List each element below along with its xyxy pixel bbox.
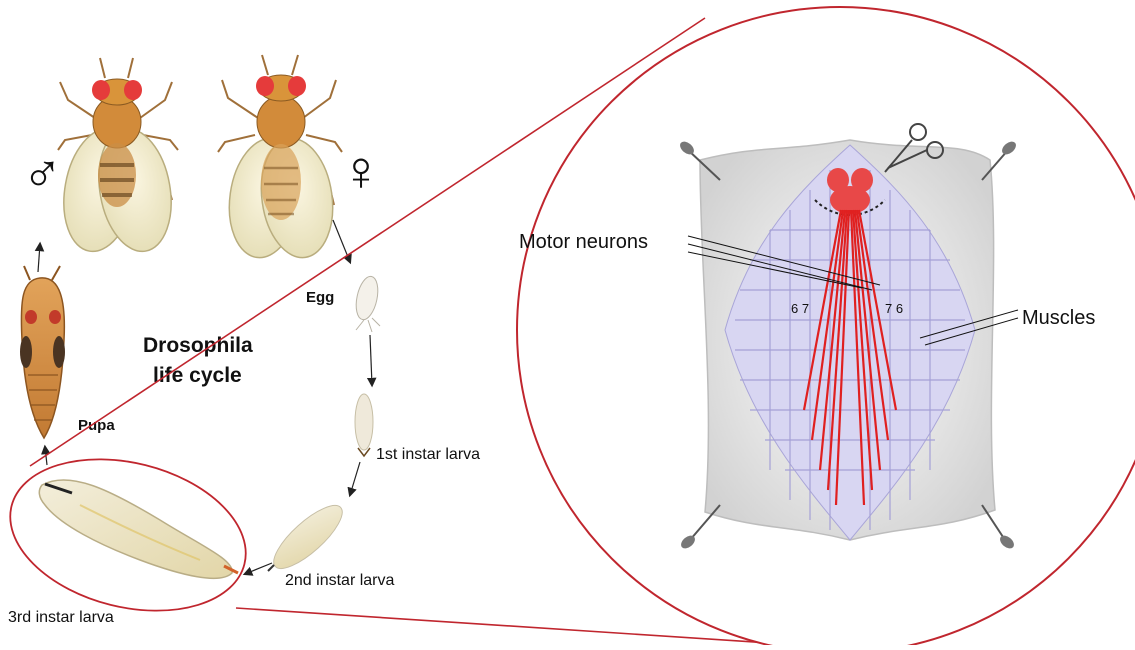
female-symbol: ♀ [340, 139, 382, 202]
third-instar-label: 3rd instar larva [8, 609, 114, 626]
muscle-numbers-right: 7 6 [885, 301, 903, 316]
male-fly-illustration [55, 58, 180, 257]
motor-neurons-label: Motor neurons [519, 231, 648, 253]
second-instar-label: 2nd instar larva [285, 572, 394, 589]
muscle-numbers-left: 6 7 [791, 301, 809, 316]
larval-fillet-preparation: 6 7 7 6 [678, 124, 1019, 551]
first-instar-larva-illustration [355, 394, 373, 456]
muscles-label: Muscles [1022, 307, 1095, 329]
egg-label: Egg [306, 289, 334, 306]
egg-illustration [353, 274, 382, 332]
pupa-label: Pupa [78, 417, 115, 434]
female-fly-illustration [218, 55, 342, 262]
first-instar-label: 1st instar larva [376, 446, 480, 463]
pupa-illustration [20, 266, 65, 438]
second-instar-larva-illustration [265, 496, 350, 577]
male-symbol: ♂ [22, 144, 63, 204]
